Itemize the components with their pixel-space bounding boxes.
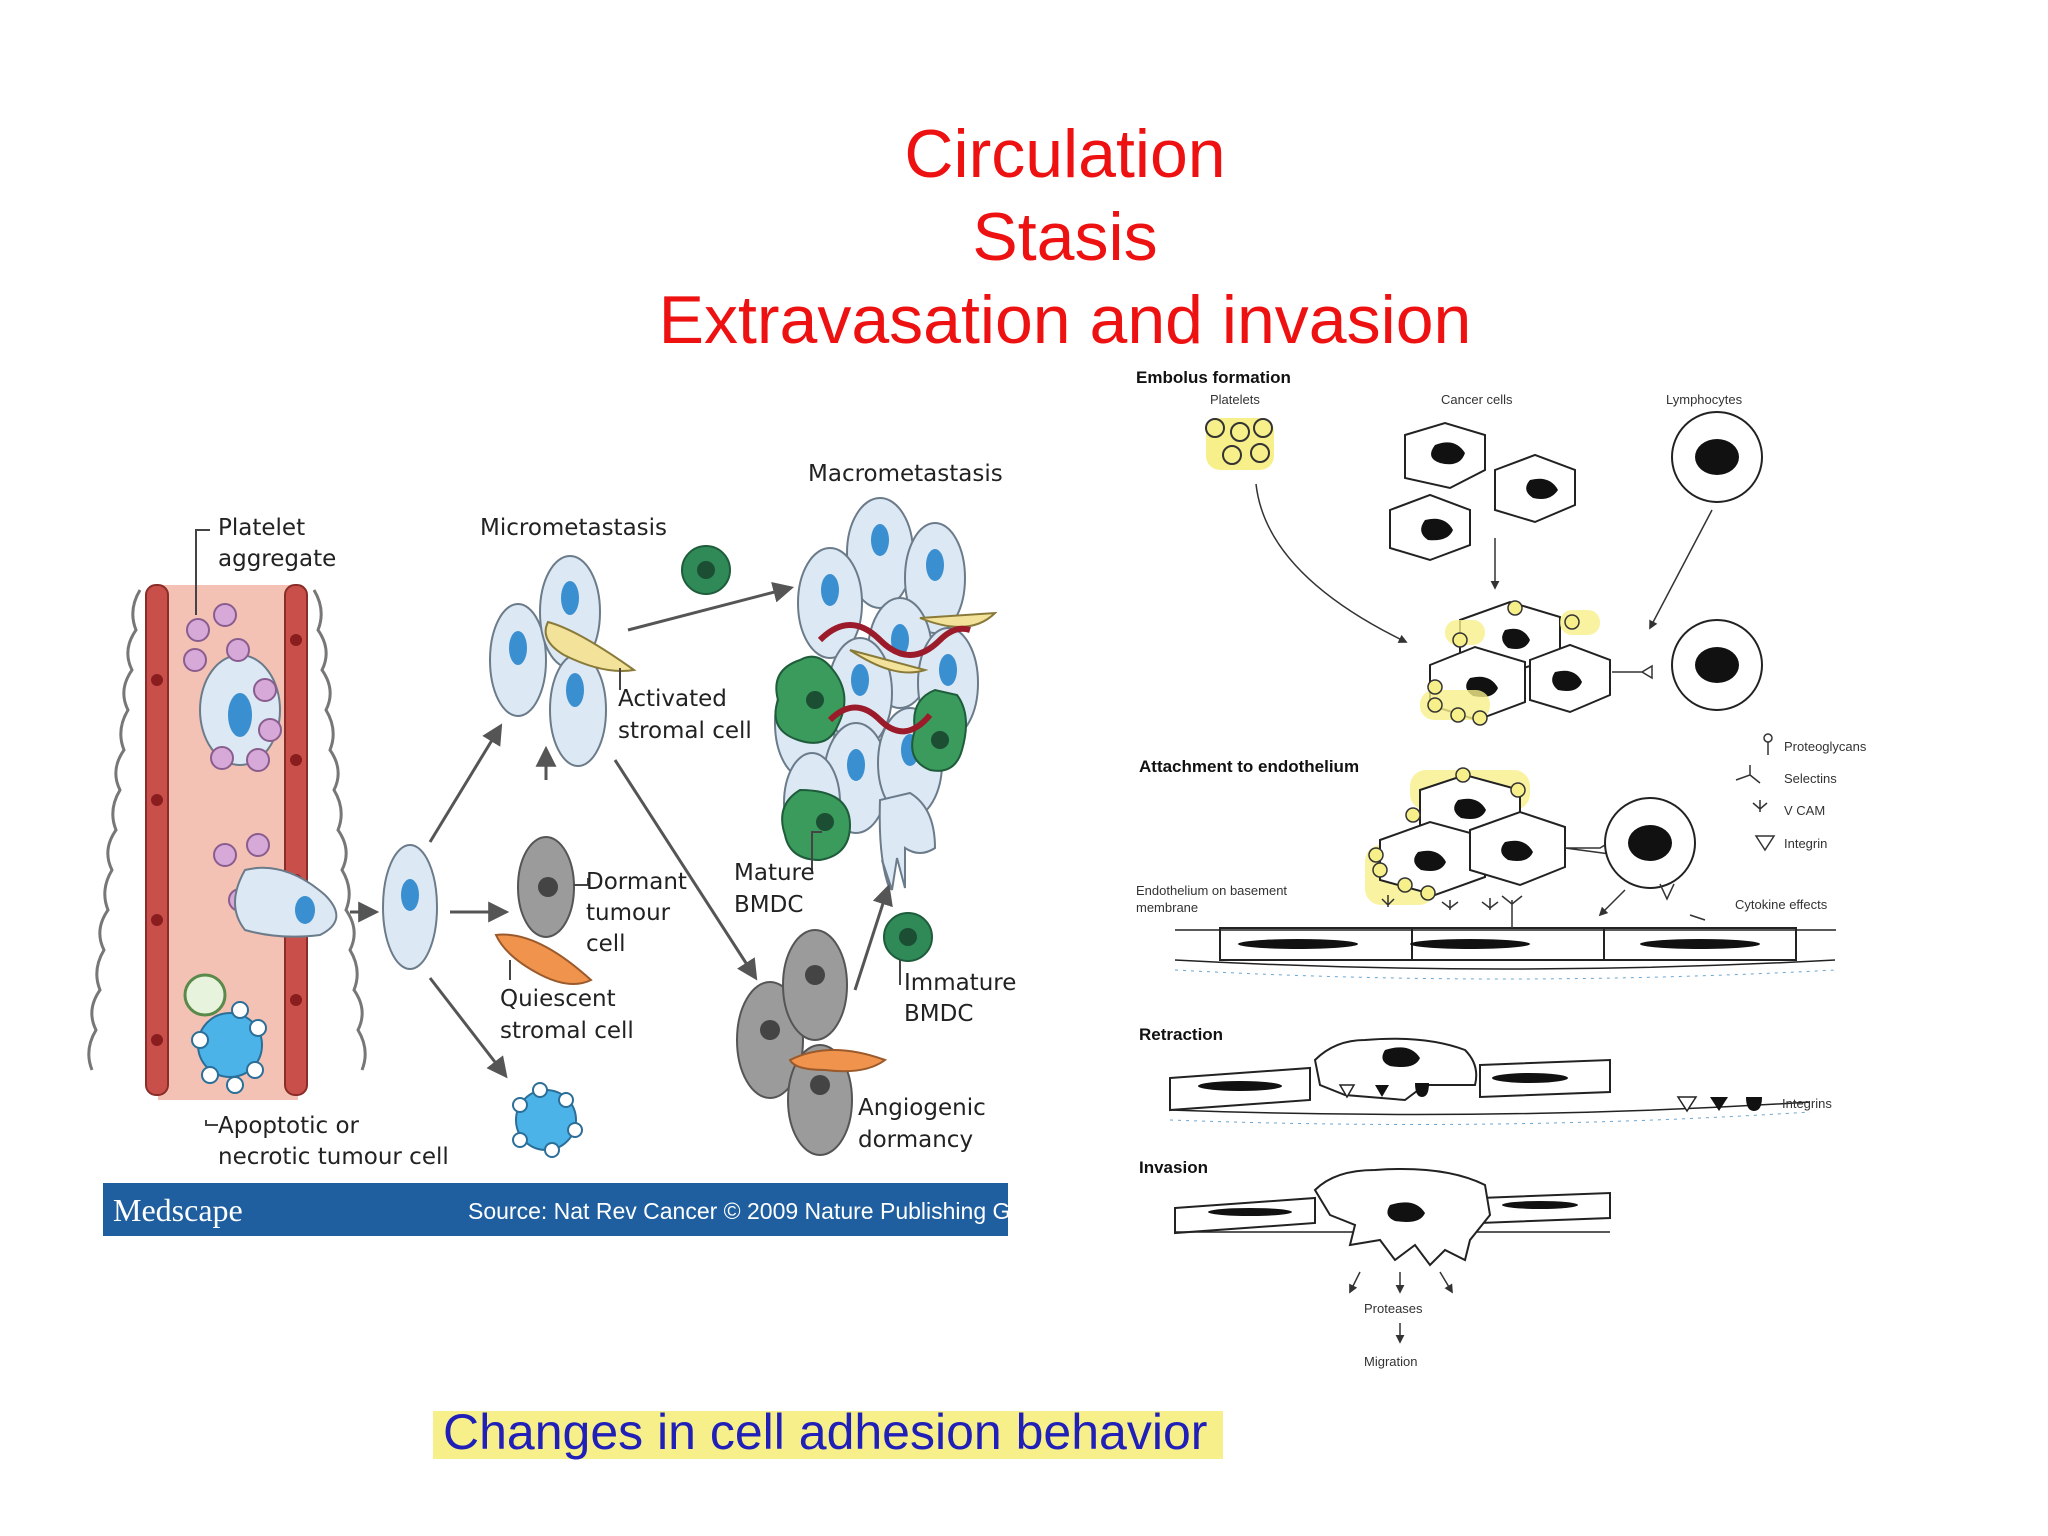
label-angiogenic-1: Angiogenic — [858, 1095, 986, 1121]
label-angiogenic-2: dormancy — [858, 1127, 973, 1153]
label-dormant-3: cell — [586, 931, 626, 957]
platelet-aggregate — [183, 603, 282, 912]
label-immature-bmdc-2: BMDC — [904, 1001, 973, 1027]
attachment-cluster — [1365, 767, 1566, 910]
caption-text: Changes in cell adhesion behavior — [443, 1404, 1208, 1460]
angiogenic-dormancy-cluster — [736, 929, 888, 1156]
label-invasion: Invasion — [1139, 1158, 1208, 1177]
right-figure-labels: Embolus formation Platelets Cancer cells… — [1136, 368, 1867, 1369]
label-endothelium-2: membrane — [1136, 900, 1198, 915]
title-line-1: Circulation — [904, 116, 1226, 192]
source-footer-bar — [103, 1183, 1008, 1236]
label-retraction: Retraction — [1139, 1025, 1223, 1044]
label-proteases: Proteases — [1364, 1301, 1423, 1316]
left-figure-labels: Platelet aggregate Micrometastasis Macro… — [218, 461, 1016, 1170]
legend-proteoglycans: Proteoglycans — [1784, 739, 1867, 754]
legend-vcam: V CAM — [1784, 803, 1825, 818]
integrins-legend — [1676, 1096, 1762, 1113]
title-line-2: Stasis — [972, 199, 1158, 275]
label-apoptotic-1: Apoptotic or — [218, 1113, 360, 1139]
cancer-cells-group — [1389, 421, 1576, 562]
label-integrins: Integrins — [1782, 1096, 1832, 1111]
label-micrometastasis: Micrometastasis — [480, 515, 667, 541]
invasion-layer — [1174, 1168, 1611, 1344]
label-immature-bmdc-1: Immature — [904, 970, 1016, 996]
label-platelet-aggregate-1: Platelet — [218, 515, 305, 541]
caption-highlight: Changes in cell adhesion behavior — [433, 1404, 1223, 1460]
label-activated-stromal-2: stromal cell — [618, 718, 752, 744]
platelets-group — [1205, 418, 1274, 470]
label-endothelium-1: Endothelium on basement — [1136, 883, 1287, 898]
metastasis-figure — [87, 365, 1008, 1236]
label-platelet-aggregate-2: aggregate — [218, 546, 336, 572]
molecule-legend — [1735, 733, 1776, 852]
endothelium-layer — [1174, 927, 1836, 980]
title-line-3: Extravasation and invasion — [658, 282, 1472, 358]
dormant-tumour-cell — [494, 836, 593, 985]
label-embolus: Embolus formation — [1136, 368, 1291, 387]
source-credit: Source: Nat Rev Cancer © 2009 Nature Pub… — [468, 1198, 1056, 1224]
label-lymphocytes: Lymphocytes — [1666, 392, 1743, 407]
label-activated-stromal-1: Activated — [618, 686, 727, 712]
micrometastasis-cluster — [489, 555, 637, 767]
label-cytokine: Cytokine effects — [1735, 897, 1828, 912]
label-migration: Migration — [1364, 1354, 1417, 1369]
label-mature-bmdc-2: BMDC — [734, 892, 803, 918]
label-dormant-1: Dormant — [586, 869, 687, 895]
retraction-layer — [1169, 1037, 1811, 1125]
label-macrometastasis: Macrometastasis — [808, 461, 1003, 487]
label-mature-bmdc-1: Mature — [734, 860, 815, 886]
dying-tumour-cells — [512, 1082, 583, 1158]
embolus-cluster — [1420, 600, 1611, 726]
legend-selectins: Selectins — [1784, 771, 1837, 786]
label-quiescent-2: stromal cell — [500, 1018, 634, 1044]
adhesion-figure — [1169, 411, 1836, 1344]
label-cancer-cells: Cancer cells — [1441, 392, 1513, 407]
label-dormant-2: tumour — [586, 900, 671, 926]
apoptotic-cell — [183, 973, 267, 1094]
label-attachment: Attachment to endothelium — [1139, 757, 1359, 776]
label-quiescent-1: Quiescent — [500, 986, 616, 1012]
legend-integrin: Integrin — [1784, 836, 1827, 851]
label-platelets: Platelets — [1210, 392, 1260, 407]
label-apoptotic-2: necrotic tumour cell — [218, 1144, 449, 1170]
medscape-logo: Medscape — [113, 1192, 243, 1228]
macrometastasis-cluster — [774, 497, 998, 891]
